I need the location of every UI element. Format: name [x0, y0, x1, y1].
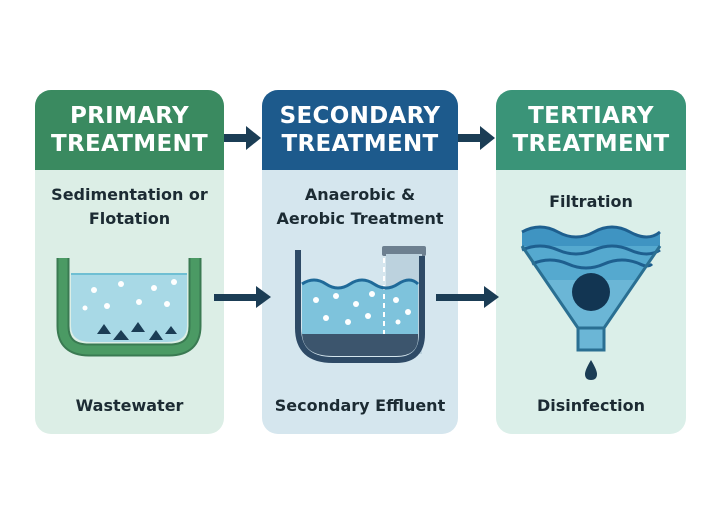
secondary-output-label: Secondary Effluent [274, 396, 446, 415]
sedimentation-tank-icon [56, 258, 202, 357]
primary-process-label: Sedimentation or Flotation [51, 185, 208, 228]
tertiary-process-label: Filtration [549, 192, 633, 211]
primary-title-line1: PRIMARY [69, 103, 190, 129]
secondary-title-line2: TREATMENT [281, 131, 439, 157]
filter-funnel-icon [520, 225, 662, 380]
bioreactor-tank-icon [295, 246, 426, 363]
arrow-right-icon [436, 286, 499, 308]
primary-output-label: Wastewater [75, 396, 184, 415]
primary-title-line2: TREATMENT [50, 131, 209, 157]
tertiary-title-line1: TERTIARY [528, 103, 654, 129]
tertiary-title-line2: TREATMENT [512, 131, 670, 157]
secondary-treatment-header: SECONDARY TREATMENT [262, 90, 458, 170]
primary-treatment-header: PRIMARY TREATMENT [35, 90, 224, 170]
primary-treatment-panel: PRIMARY TREATMENT Sedimentation or Flota… [35, 90, 224, 434]
tertiary-treatment-panel: TERTIARY TREATMENT Filtration Disinfecti… [496, 90, 686, 434]
arrow-right-icon [458, 126, 495, 150]
tertiary-output-label: Disinfection [537, 396, 645, 415]
tertiary-treatment-header: TERTIARY TREATMENT [496, 90, 686, 170]
secondary-treatment-panel: SECONDARY TREATMENT Anaerobic & Aerobic … [262, 90, 458, 434]
arrow-right-icon [224, 126, 261, 150]
secondary-title-line1: SECONDARY [279, 103, 441, 129]
arrow-right-icon [214, 286, 271, 308]
secondary-process-label: Anaerobic & Aerobic Treatment [276, 185, 444, 228]
